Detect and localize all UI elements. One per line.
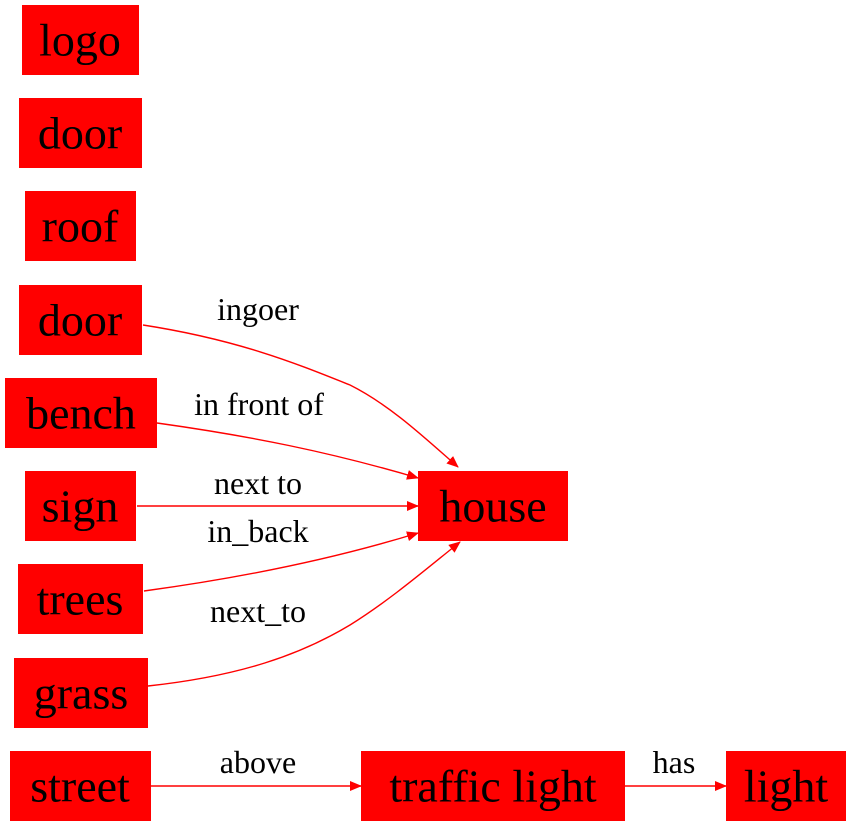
node-box-street <box>10 751 151 821</box>
edge-line-trees-house <box>143 531 419 592</box>
node-box-grass <box>14 658 148 728</box>
node-box-light <box>726 751 846 821</box>
edges: ingoer in front of next to in_back next_… <box>137 291 727 791</box>
node-label-house: house <box>439 481 546 532</box>
node-box-bench <box>5 378 157 448</box>
node-label-trees: trees <box>37 574 124 625</box>
node-label-traffic-light: traffic light <box>389 761 597 812</box>
node-label-light: light <box>744 761 829 812</box>
edge-label-trees-house: in_back <box>207 513 308 549</box>
node-box-door <box>19 285 142 355</box>
node-label-roof: roof <box>42 201 119 252</box>
node-house: house <box>418 471 568 541</box>
node-label-logo: logo <box>39 15 121 66</box>
edge-label-street-traffic-light: above <box>220 744 296 780</box>
edge-label-grass-house: next_to <box>210 593 306 629</box>
edge-label-door-house: ingoer <box>217 291 299 327</box>
node-label-sign: sign <box>42 481 119 532</box>
node-box-trees <box>18 564 143 634</box>
node-roof: roof <box>25 191 136 261</box>
edge-street-traffic-light: above <box>151 744 362 791</box>
nodes: logo door roof door bench sign trees gr <box>5 5 846 821</box>
edge-trees-house: in_back <box>143 513 419 592</box>
node-label-door: door <box>38 295 122 346</box>
node-street: street <box>10 751 151 821</box>
node-door-top: door <box>19 98 142 168</box>
node-label-grass: grass <box>34 668 129 719</box>
edge-traffic-light-light: has <box>625 744 727 791</box>
node-box-door-top <box>19 98 142 168</box>
node-bench: bench <box>5 378 157 448</box>
node-box-logo <box>22 5 139 75</box>
node-box-traffic-light <box>361 751 625 821</box>
node-label-door-top: door <box>38 108 122 159</box>
edge-line-door-house <box>142 324 459 468</box>
edge-label-sign-house: next to <box>214 465 302 501</box>
edge-label-bench-house: in front of <box>194 386 324 422</box>
node-logo: logo <box>22 5 139 75</box>
node-sign: sign <box>25 471 136 541</box>
node-box-sign <box>25 471 136 541</box>
node-label-bench: bench <box>26 388 136 439</box>
edge-bench-house: in front of <box>156 386 419 480</box>
edge-sign-house: next to <box>137 465 419 511</box>
node-box-roof <box>25 191 136 261</box>
node-label-street: street <box>30 761 130 812</box>
edge-grass-house: next_to <box>147 541 461 687</box>
node-trees: trees <box>18 564 143 634</box>
node-light: light <box>726 751 846 821</box>
node-traffic-light: traffic light <box>361 751 625 821</box>
edge-line-grass-house <box>147 541 461 687</box>
edge-door-house: ingoer <box>142 291 459 468</box>
node-grass: grass <box>14 658 148 728</box>
edge-line-bench-house <box>156 422 419 480</box>
edge-label-traffic-light-light: has <box>653 744 696 780</box>
node-box-house <box>418 471 568 541</box>
node-door: door <box>19 285 142 355</box>
